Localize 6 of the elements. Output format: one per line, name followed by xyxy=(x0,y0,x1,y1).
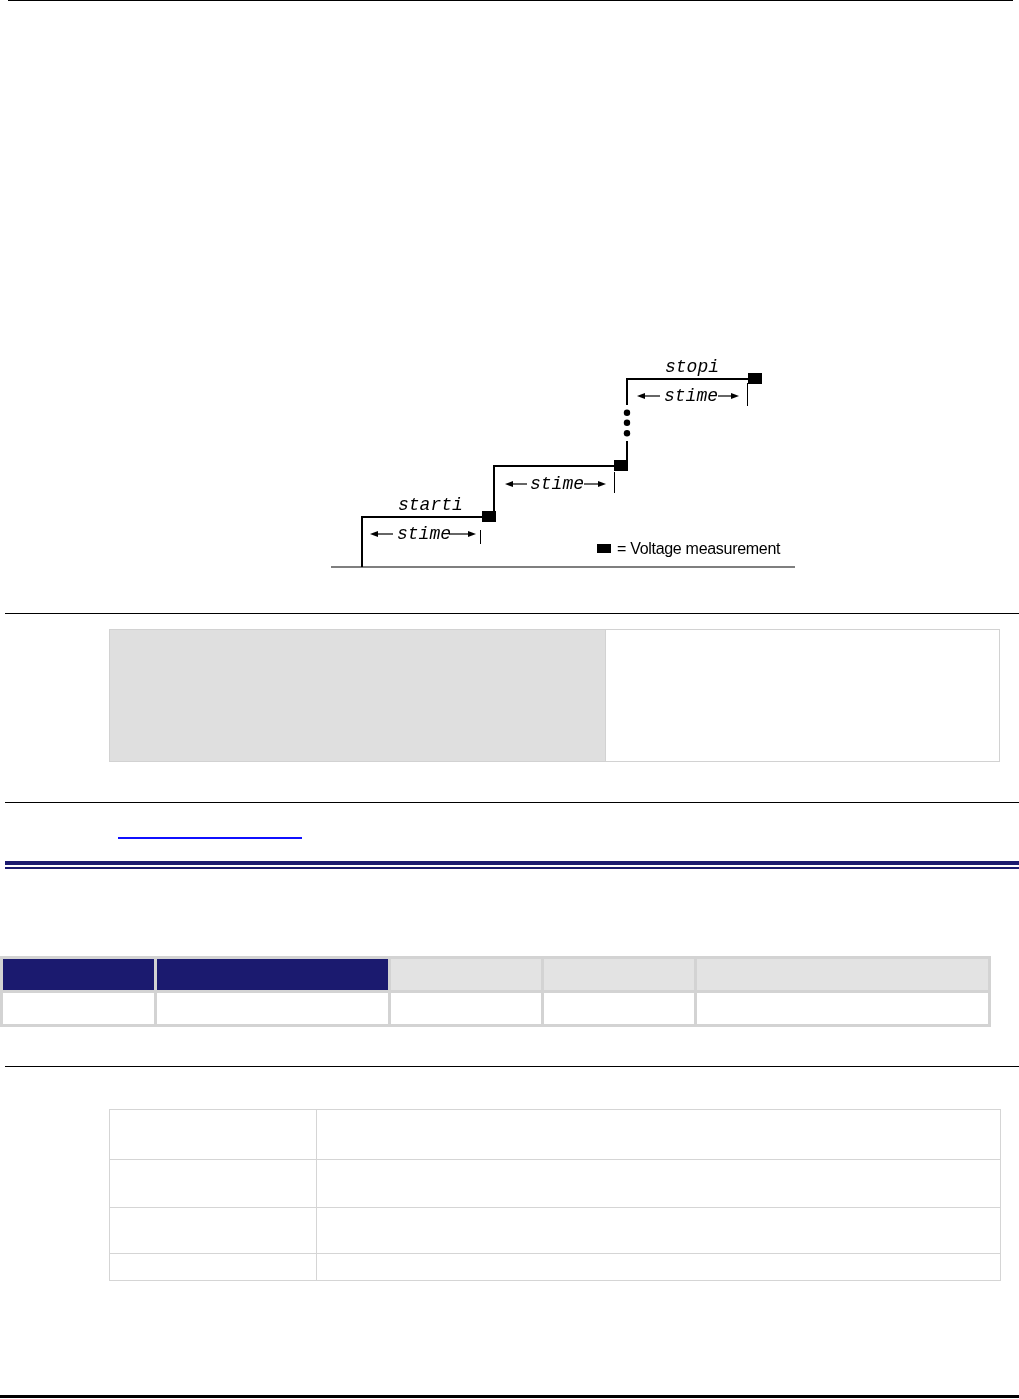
legend-text: = Voltage measurement xyxy=(617,539,781,558)
diagram-label: stime xyxy=(397,525,451,543)
diagram-label: starti xyxy=(398,496,463,514)
diagram-label: stopi xyxy=(665,358,719,376)
diagram-label: stime xyxy=(664,387,718,405)
diagram-label: stime xyxy=(530,475,584,493)
